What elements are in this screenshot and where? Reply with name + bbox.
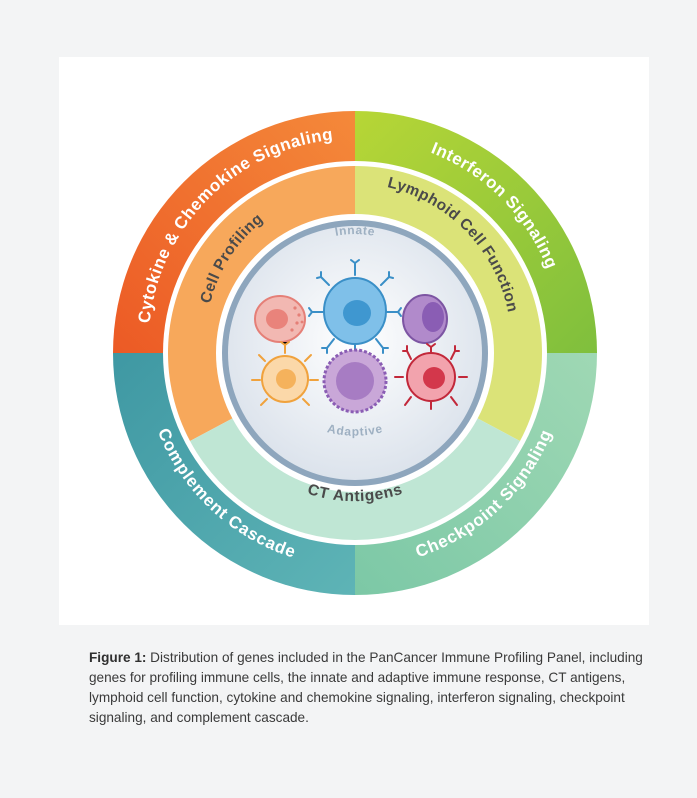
red-t-cell-icon bbox=[394, 343, 468, 410]
adaptive-label: Adaptive bbox=[326, 421, 384, 438]
innate-label: Innate bbox=[334, 223, 376, 239]
immune-profiling-wheel: Cytokine & Chemokine Signaling Interfero… bbox=[113, 111, 597, 595]
purple-cell-icon bbox=[402, 294, 448, 344]
red-cell-icon bbox=[254, 295, 306, 343]
orange-cell-icon bbox=[251, 341, 319, 406]
blue-dendritic-cell-icon bbox=[308, 259, 402, 355]
caption-text: Distribution of genes included in the Pa… bbox=[89, 650, 643, 725]
purple-lymphocyte-icon bbox=[322, 348, 388, 414]
figure-caption: Figure 1: Distribution of genes included… bbox=[89, 648, 649, 728]
caption-label: Figure 1: bbox=[89, 650, 147, 665]
